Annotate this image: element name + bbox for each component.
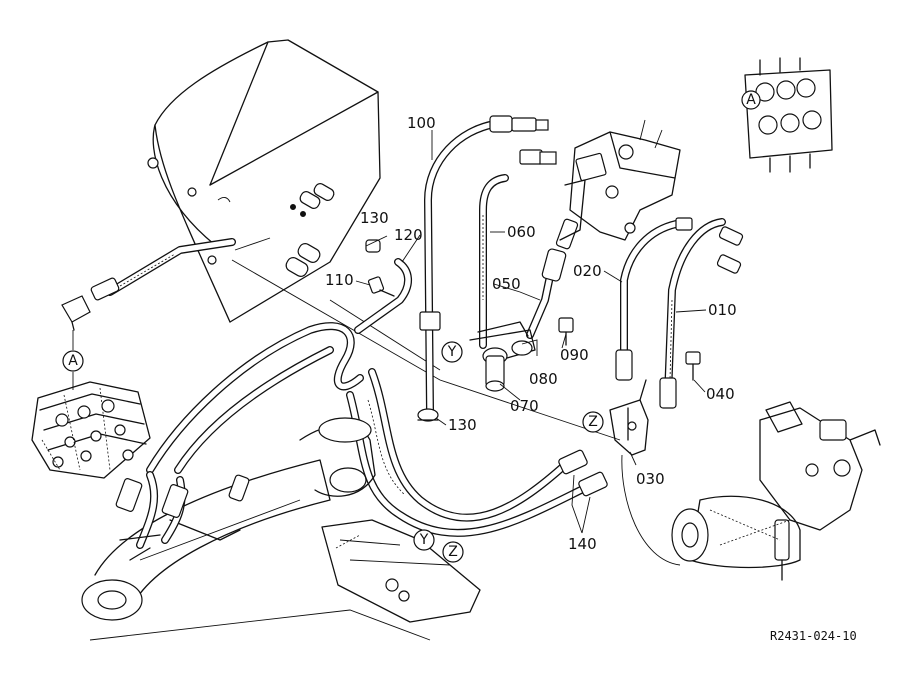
bolt-040 <box>685 351 701 381</box>
callout-y-bracket-text: Y <box>447 344 457 360</box>
label-140: 140 <box>568 535 597 553</box>
spacer-pins <box>285 183 335 277</box>
tube-long <box>231 259 621 441</box>
callout-a-main-text: A <box>68 353 78 369</box>
part-labels: 100 130 120 110 060 050 090 080 070 130 … <box>325 114 737 553</box>
control-valve-top <box>559 119 681 241</box>
callout-z-bracket-text: Z <box>588 414 598 430</box>
clip-130-upper <box>365 239 381 253</box>
callout-a-inset-text: A <box>746 92 756 108</box>
label-020: 020 <box>573 262 602 280</box>
clamp-assembly <box>417 311 574 422</box>
label-050: 050 <box>492 275 521 293</box>
tube-120 <box>354 258 412 334</box>
callout-z-floor: Z <box>442 541 464 563</box>
leader-lines <box>72 130 707 534</box>
callout-z-floor-text: Z <box>448 544 458 560</box>
drawing-reference: R2431-024-10 <box>770 629 857 643</box>
bolt-110 <box>367 276 395 297</box>
tube-100 <box>424 115 549 414</box>
hose-140-pair <box>346 368 608 537</box>
label-060: 060 <box>507 223 536 241</box>
hose-loop-upper <box>146 322 364 474</box>
label-120: 120 <box>394 226 423 244</box>
hose-020 <box>615 217 693 381</box>
lift-cylinder <box>81 417 431 641</box>
label-040: 040 <box>706 385 735 403</box>
callout-y-floor: Y <box>413 529 435 551</box>
control-valve-left <box>31 381 151 479</box>
hose-060-050 <box>479 149 579 349</box>
label-030: 030 <box>636 470 665 488</box>
hoses-to-cylinder <box>115 471 250 561</box>
floor-plate <box>321 519 481 623</box>
inset-valve <box>744 57 833 173</box>
label-130-lower: 130 <box>448 416 477 434</box>
fender-housing <box>147 39 381 323</box>
label-100: 100 <box>407 114 436 132</box>
callout-a-inset: A <box>741 90 761 110</box>
callout-z-bracket: Z <box>582 411 604 433</box>
callout-y-floor-text: Y <box>419 532 429 548</box>
label-010: 010 <box>708 301 737 319</box>
bracket-030 <box>609 379 649 456</box>
callout-a-main: A <box>62 350 84 372</box>
label-110: 110 <box>325 271 354 289</box>
label-090: 090 <box>560 346 589 364</box>
label-070: 070 <box>510 397 539 415</box>
label-130-upper: 130 <box>360 209 389 227</box>
hose-010 <box>659 218 744 409</box>
hydraulic-pump <box>621 401 881 581</box>
hose-left-upper <box>61 238 236 331</box>
callout-y-bracket: Y <box>441 341 463 363</box>
label-080: 080 <box>529 370 558 388</box>
